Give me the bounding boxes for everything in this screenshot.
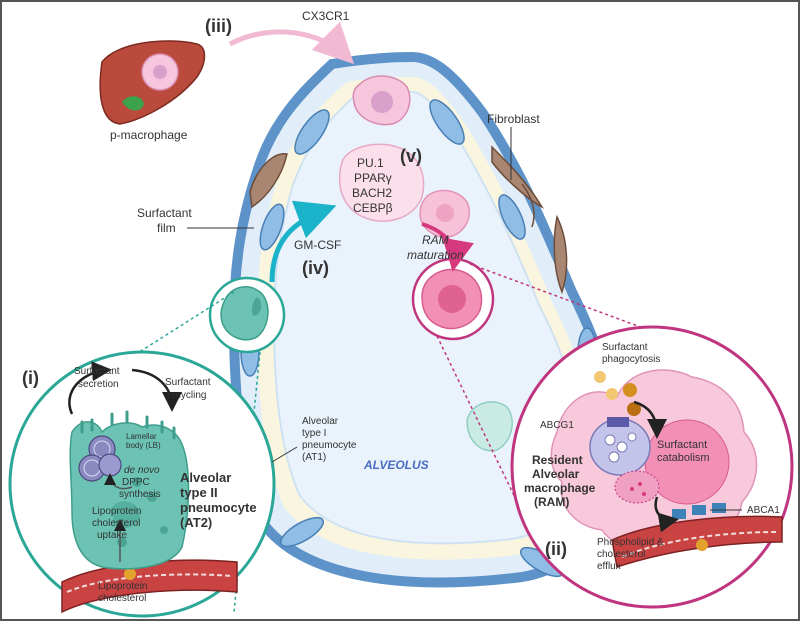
surfactant-recycling-label-2: recycling bbox=[167, 390, 206, 401]
step-ii-label: (ii) bbox=[545, 539, 567, 559]
tf-cebpb: CEBPβ bbox=[353, 201, 393, 215]
incoming-monocyte bbox=[352, 75, 411, 126]
ram-label-1: Resident bbox=[532, 453, 583, 467]
surfactant-secretion-label-2: secretion bbox=[78, 379, 119, 390]
at2-label-4: (AT2) bbox=[180, 515, 212, 530]
ram-maturation-label-1: RAM bbox=[422, 233, 449, 247]
abcg1-label: ABCG1 bbox=[540, 420, 574, 431]
ram-maturation-arrow bbox=[421, 222, 474, 272]
surfactant-phagocytosis-label-2: phagocytosis bbox=[602, 354, 660, 365]
tf-pparg: PPARγ bbox=[354, 171, 392, 185]
dppc-label-1: DPPC bbox=[122, 477, 150, 488]
ram-label-3: macrophage bbox=[524, 481, 596, 495]
lipoprotein-uptake-label-3: uptake bbox=[97, 530, 127, 541]
abca1-label: ABCA1 bbox=[747, 505, 780, 516]
cx3cr1-label: CX3CR1 bbox=[302, 9, 350, 23]
gm-csf-arrow bbox=[269, 200, 337, 283]
fibroblast-label: Fibroblast bbox=[487, 112, 540, 126]
surfactant-phagocytosis-label-1: Surfactant bbox=[602, 342, 648, 353]
at2-right-wall bbox=[466, 401, 513, 452]
surfactant-catabolism-label-1: Surfactant bbox=[657, 439, 707, 451]
at1-label-4: (AT1) bbox=[302, 452, 326, 463]
at2-small bbox=[208, 276, 286, 354]
surfactant-film-label-1: Surfactant bbox=[137, 206, 192, 220]
tf-bach2: BACH2 bbox=[352, 186, 392, 200]
gm-csf-label: GM-CSF bbox=[294, 238, 341, 252]
differentiating-monocyte bbox=[338, 143, 425, 222]
efflux-label-3: efflux bbox=[597, 561, 621, 572]
at2-zoom-circle bbox=[8, 350, 276, 618]
p-macrophage-label: p-macrophage bbox=[110, 128, 188, 142]
ram-label-4: (RAM) bbox=[534, 495, 569, 509]
at1-label-1: Alveolar bbox=[302, 416, 339, 427]
pre-ram-cell bbox=[419, 189, 470, 238]
step-i-label: (i) bbox=[22, 368, 39, 388]
at1-leader bbox=[271, 446, 298, 463]
lipoprotein-uptake-label-1: Lipoprotein bbox=[92, 506, 141, 517]
surfactant-secretion-label-1: Surfactant bbox=[74, 366, 120, 377]
dppc-label-2: synthesis bbox=[119, 489, 161, 500]
at2-label-1: Alveolar bbox=[180, 470, 231, 485]
at2-label-3: pneumocyte bbox=[180, 500, 257, 515]
at1-label-3: pneumocyte bbox=[302, 440, 357, 451]
lamellar-body-label-1: Lamellar bbox=[126, 432, 157, 441]
lipoprotein-cholesterol-label-2: cholesterol bbox=[98, 593, 146, 604]
at2-label-2: type II bbox=[180, 485, 218, 500]
efflux-label-2: cholesterol bbox=[597, 549, 645, 560]
ram-label-2: Alveolar bbox=[532, 467, 580, 481]
lamellar-body-label-2: body (LB) bbox=[126, 441, 161, 450]
alveolus-label: ALVEOLUS bbox=[363, 458, 429, 472]
surfactant-film-label-2: film bbox=[157, 221, 176, 235]
ram-zoom-line-top bbox=[469, 263, 655, 333]
step-iv-label: (iv) bbox=[302, 258, 329, 278]
step-iii-label: (iii) bbox=[205, 16, 232, 36]
cx3cr1-arrow bbox=[228, 21, 355, 65]
fibroblast-cells bbox=[249, 145, 568, 295]
surfactant-catabolism-label-2: catabolism bbox=[657, 452, 710, 464]
lipoprotein-cholesterol-label-1: Lipoprotein bbox=[98, 581, 147, 592]
ram-zoom-line-bottom bbox=[436, 335, 523, 513]
tf-pu1: PU.1 bbox=[357, 156, 384, 170]
step-v-label: (v) bbox=[400, 146, 422, 166]
at1-label-2: type I bbox=[302, 428, 326, 439]
ram-small bbox=[411, 257, 495, 341]
liver-icon bbox=[99, 40, 206, 125]
surfactant-recycling-label-1: Surfactant bbox=[165, 377, 211, 388]
ram-maturation-label-2: maturation bbox=[407, 248, 464, 262]
ram-zoom-circle bbox=[510, 325, 794, 609]
de-novo-label: de novo bbox=[124, 465, 160, 476]
efflux-label-1: Phospholipid & bbox=[597, 537, 664, 548]
lipoprotein-uptake-label-2: cholesterol bbox=[92, 518, 140, 529]
